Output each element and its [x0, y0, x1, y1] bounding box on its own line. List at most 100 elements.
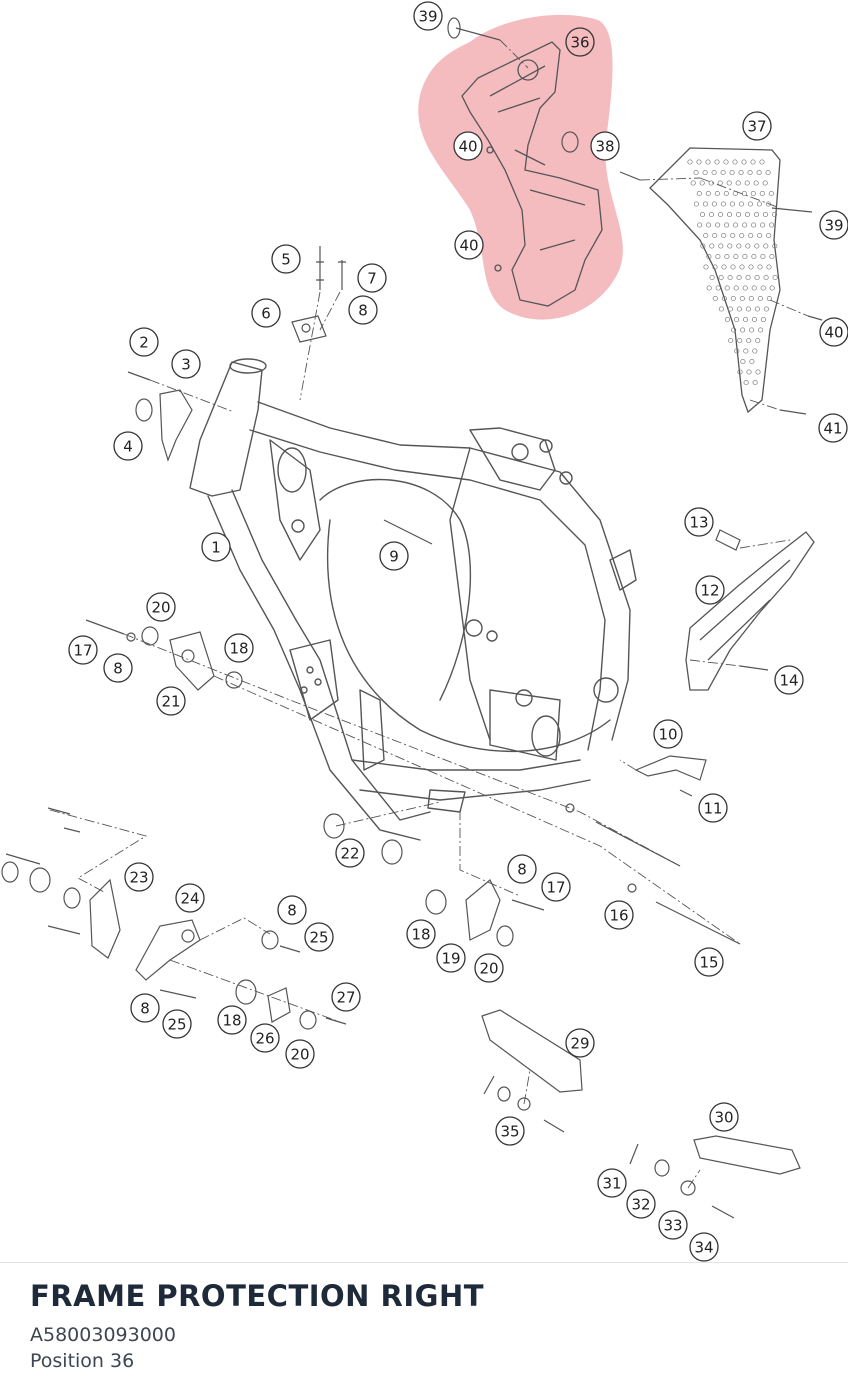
callout-number: 40 [459, 237, 478, 255]
perforation-hole [705, 190, 711, 197]
perforation-hole [747, 169, 753, 176]
perforation-hole [715, 222, 721, 228]
perforation-hole [729, 201, 735, 207]
perforation-hole [754, 306, 760, 312]
perforation-hole [746, 337, 752, 344]
part-name: FRAME PROTECTION RIGHT [30, 1279, 485, 1313]
callout-circle [285, 1039, 315, 1069]
callout-20: 20 [285, 1039, 315, 1069]
callout-number: 8 [287, 902, 297, 920]
perforation-hole [727, 243, 733, 249]
perforation-hole [739, 232, 745, 239]
callout-18: 18 [406, 919, 436, 949]
callout-29: 29 [565, 1028, 595, 1058]
perforation-hole [718, 306, 724, 312]
perforation-hole [718, 274, 724, 281]
callout-number: 25 [309, 929, 328, 947]
perforation-hole [758, 327, 764, 333]
perforation-hole [745, 306, 751, 312]
callout-circle [453, 131, 483, 161]
callout-40: 40 [454, 230, 484, 260]
perforation-hole [703, 232, 709, 239]
callout-38: 38 [590, 131, 620, 161]
callout-number: 8 [113, 660, 123, 678]
callout-26: 26 [250, 1023, 280, 1053]
callout-circle [658, 1210, 688, 1240]
callout-circle [113, 431, 143, 461]
perforation-hole [720, 169, 726, 176]
perforation-hole [748, 295, 754, 302]
perforation-hole [696, 190, 702, 197]
callout-circle [474, 953, 504, 983]
perforation-hole [759, 190, 765, 197]
perforation-hole [702, 169, 708, 176]
perforation-hole [772, 243, 778, 249]
callout-circle [590, 131, 620, 161]
perforation-hole [741, 190, 747, 197]
perforation-hole [733, 222, 739, 228]
perforation-hole [697, 222, 703, 228]
callout-number: 10 [658, 726, 677, 744]
callout-3: 3 [171, 349, 201, 379]
perforation-hole [724, 316, 731, 323]
callout-circle [819, 317, 848, 347]
frame-protection-right-part[interactable] [461, 41, 603, 307]
perforation-hole [749, 327, 755, 333]
callout-8: 8 [348, 295, 378, 325]
callout-9: 9 [379, 541, 409, 571]
perforation-hole [745, 274, 751, 281]
perforation-hole [724, 285, 730, 291]
callout-number: 8 [517, 861, 527, 879]
callout-19: 19 [436, 943, 466, 973]
perforation-hole [726, 180, 732, 186]
perforation-hole [750, 190, 756, 197]
perforation-hole [696, 159, 702, 165]
perforation-hole [720, 201, 726, 207]
callout-number: 5 [281, 251, 291, 269]
callout-36: 36 [565, 27, 595, 57]
perforation-hole [743, 379, 749, 386]
perforation-hole [752, 379, 758, 386]
bracket-part-12 [685, 531, 815, 691]
callout-33: 33 [658, 1210, 688, 1240]
perforation-hole [744, 180, 750, 186]
perforation-hole [763, 306, 769, 312]
perforation-hole [712, 264, 718, 270]
callout-number: 8 [358, 302, 368, 320]
callout-circle [348, 295, 378, 325]
perforation-hole [756, 169, 762, 176]
perforation-hole [709, 274, 715, 281]
callout-number: 32 [631, 1196, 650, 1214]
callout-number: 16 [609, 907, 628, 925]
selected-part-highlight[interactable] [418, 14, 623, 320]
callout-circle [626, 1189, 656, 1219]
perforation-hole [740, 327, 746, 333]
perforation-hole [748, 232, 754, 239]
callout-37: 37 [742, 111, 772, 141]
perforation-hole [744, 211, 751, 218]
perforation-hole [734, 348, 740, 354]
perforation-hole [754, 243, 760, 249]
perforation-hole [730, 295, 736, 302]
perforation-hole [721, 264, 727, 270]
callout-number: 12 [700, 582, 719, 600]
callout-7: 7 [357, 263, 387, 293]
callout-number: 20 [290, 1046, 309, 1064]
callout-circle [224, 633, 254, 663]
perforation-hole [759, 159, 765, 165]
perforation-hole [705, 159, 711, 165]
callout-circle [694, 947, 724, 977]
callout-circle [454, 230, 484, 260]
perforation-hole [742, 253, 748, 260]
callout-circle [406, 919, 436, 949]
perforation-hole [712, 295, 718, 302]
perforation-hole [731, 327, 737, 333]
perforation-hole [721, 232, 727, 239]
callout-35: 35 [495, 1116, 525, 1146]
callout-circle [565, 1028, 595, 1058]
diagram-canvas: 1234567891011121314151617818172082122232… [1, 1, 848, 1262]
callout-circle [304, 922, 334, 952]
perforation-hole [769, 253, 775, 260]
perforation-hole [714, 159, 720, 165]
callout-number: 1 [211, 539, 221, 557]
